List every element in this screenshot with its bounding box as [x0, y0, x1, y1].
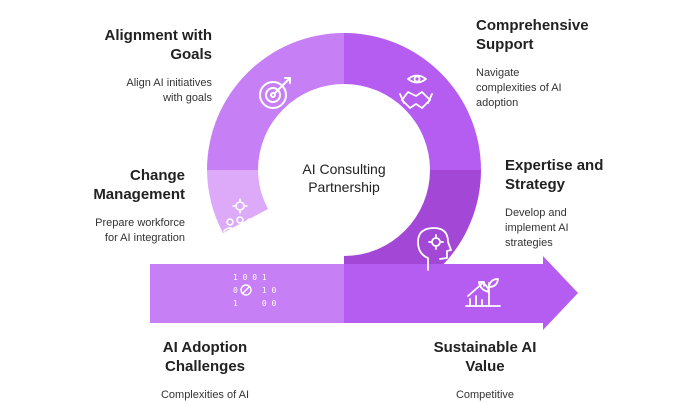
stage-description: Competitive: [400, 388, 570, 403]
stage-desc-line-1: Align AI initiatives: [126, 77, 212, 89]
stage-description: Navigate complexities of AI adoption: [476, 66, 676, 111]
stage-description: Align AI initiatives with goals: [60, 76, 212, 106]
stage-title-line-2: Value: [465, 358, 505, 375]
stage-title-line-2: Management: [93, 186, 185, 203]
stage-title-line-1: Comprehensive: [476, 17, 589, 34]
stage-alignment-with-goals: Alignment with Goals Align AI initiative…: [60, 26, 213, 106]
stage-title-line-1: Alignment with: [104, 27, 213, 44]
head-gear-icon: [417, 227, 452, 271]
stage-desc-line-2: complexities of AI: [476, 82, 562, 94]
handshake-icon: [399, 74, 433, 109]
binary-row-1: 1 0 0 1: [233, 273, 267, 282]
stage-desc-line-1: Prepare workforce: [95, 217, 185, 229]
stage-change-management: Change Management Prepare workforce for …: [50, 166, 185, 246]
stage-title-line-2: Strategy: [505, 176, 566, 193]
stage-desc-line-3: adoption: [476, 97, 519, 109]
stage-desc-line-1: Competitive: [455, 389, 515, 401]
center-title-line-1: AI Consulting: [302, 161, 386, 177]
binary-row-2: 0 1 0: [233, 286, 277, 295]
stage-desc-line-1: Complexities of AI: [160, 389, 250, 401]
stage-description: Prepare workforce for AI integration: [50, 216, 185, 246]
stage-desc-line-3: strategies: [505, 237, 553, 249]
stage-title: Alignment with Goals: [60, 26, 213, 64]
stage-desc-line-1: Navigate: [476, 67, 520, 79]
stage-title: AI Adoption Challenges: [120, 338, 290, 376]
segment-comprehensive-support: [344, 33, 481, 170]
stage-title-line-1: AI Adoption: [162, 339, 248, 356]
stage-desc-line-2: implement AI: [505, 222, 569, 234]
stage-title-line-1: Change: [129, 167, 185, 184]
binary-data-icon: 1 0 0 1 0 1 0 1 0 0: [233, 273, 277, 308]
band-ai-adoption-challenges: [150, 264, 344, 323]
team-gear-icon: [223, 198, 257, 232]
stage-description: Develop and implement AI strategies: [505, 206, 685, 251]
center-title-line-2: Partnership: [308, 179, 380, 195]
stage-desc-line-1: Develop and: [505, 207, 567, 219]
target-icon: [259, 77, 291, 109]
stage-desc-line-2: with goals: [163, 92, 212, 104]
growth-plant-icon: [465, 278, 501, 307]
stage-title-line-1: Expertise and: [505, 157, 604, 174]
stage-comprehensive-support: Comprehensive Support Navigate complexit…: [476, 16, 676, 111]
stage-title-line-2: Challenges: [164, 358, 246, 375]
stage-sustainable-ai-value: Sustainable AI Value Competitive: [400, 338, 570, 403]
band-arrow-sustainable-value: [344, 256, 578, 330]
stage-description: Complexities of AI: [120, 388, 290, 403]
stage-title: Change Management: [50, 166, 185, 204]
stage-title-line-1: Sustainable AI: [433, 339, 537, 356]
stage-title: Expertise and Strategy: [505, 156, 685, 194]
stage-ai-adoption-challenges: AI Adoption Challenges Complexities of A…: [120, 338, 290, 403]
segment-change-management: [207, 170, 268, 233]
stage-title: Comprehensive Support: [476, 16, 676, 54]
stage-title-line-2: Goals: [170, 46, 212, 63]
stage-desc-line-2: for AI integration: [104, 232, 185, 244]
center-title: AI Consulting Partnership: [266, 160, 422, 196]
stage-title: Sustainable AI Value: [400, 338, 570, 376]
stage-title-line-2: Support: [476, 36, 534, 53]
binary-row-3: 1 0 0: [233, 299, 277, 308]
stage-expertise-and-strategy: Expertise and Strategy Develop and imple…: [505, 156, 685, 251]
